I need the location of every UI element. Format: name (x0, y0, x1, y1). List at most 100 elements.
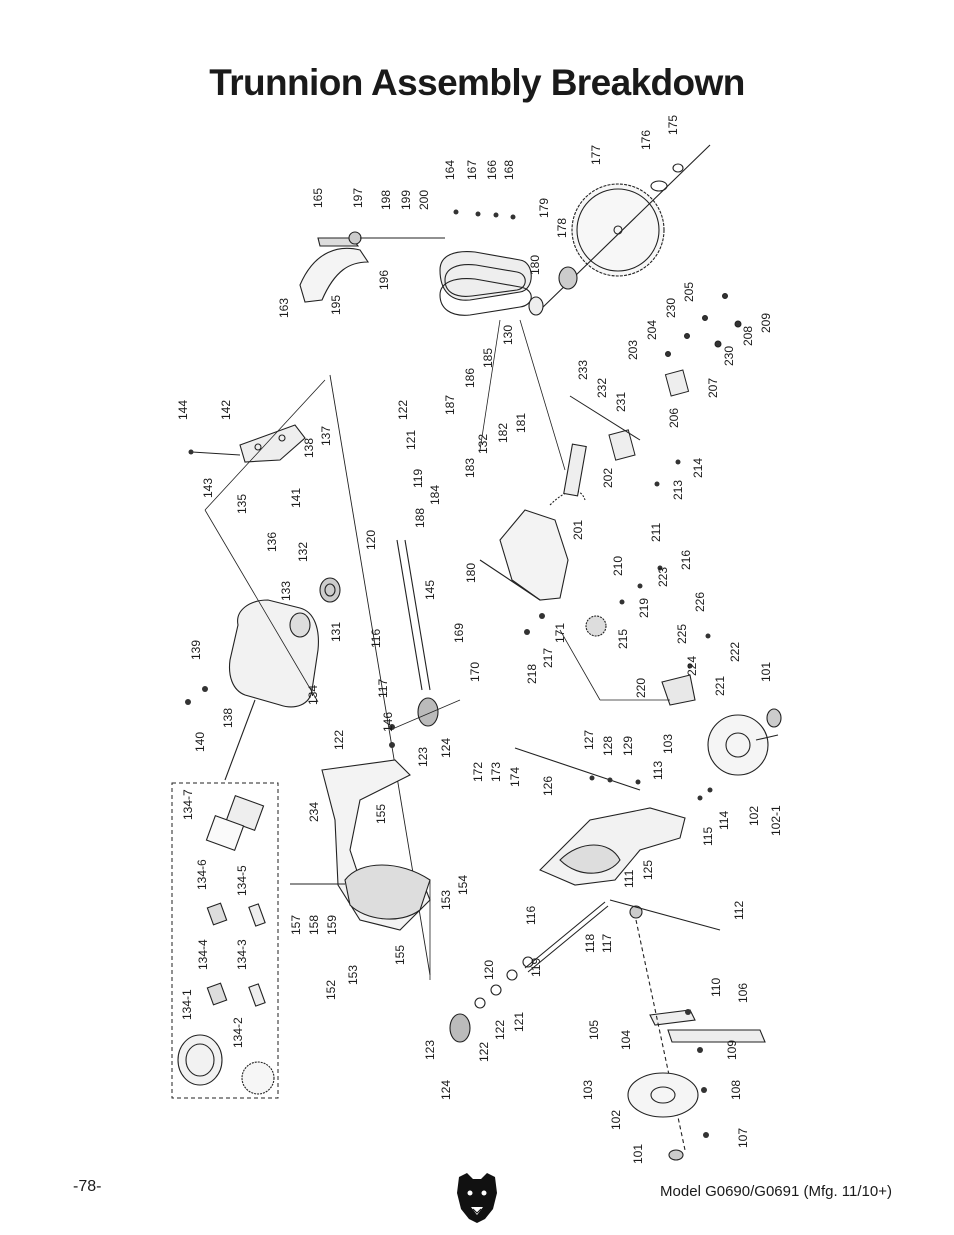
part-callout: 202 (601, 467, 615, 488)
part-callout: 219 (637, 597, 651, 618)
part-callout: 179 (537, 197, 551, 218)
part-callout: 230 (664, 297, 678, 318)
part-callout: 127 (582, 729, 596, 750)
part-callout: 134-1 (180, 989, 194, 1020)
part-callout: 121 (512, 1011, 526, 1032)
part-callout: 101 (759, 661, 773, 682)
hardware-stack (569, 293, 742, 461)
part-callout: 214 (691, 457, 705, 478)
part-callout: 157 (289, 914, 303, 935)
part-callout: 138 (302, 437, 316, 458)
part-callout: 145 (423, 579, 437, 600)
part-callout: 226 (693, 591, 707, 612)
part-callout: 143 (201, 477, 215, 498)
part-callout: 206 (667, 407, 681, 428)
shaft-116-lower (474, 901, 609, 1009)
part-callout: 117 (600, 933, 614, 953)
part-callout: 218 (525, 663, 539, 684)
part-callout: 138 (221, 707, 235, 728)
part-callout: 121 (404, 429, 418, 450)
handwheel-102-top (707, 708, 782, 776)
part-callout: 141 (289, 487, 303, 508)
part-callout: 119 (411, 468, 425, 488)
part-callout: 133 (279, 580, 293, 601)
part-callout: 132 (296, 541, 310, 562)
part-callout: 211 (649, 522, 663, 542)
part-callout: 223 (656, 566, 670, 587)
part-callout: 196 (377, 269, 391, 290)
part-callout: 134-6 (195, 859, 209, 890)
part-callout: 153 (346, 964, 360, 985)
part-callout: 230 (722, 345, 736, 366)
part-callout: 114 (717, 810, 731, 830)
trunnion-234 (290, 759, 431, 931)
gear-215 (585, 615, 696, 706)
part-callout: 102 (747, 805, 761, 826)
part-callout: 103 (581, 1079, 595, 1100)
page-title: Trunnion Assembly Breakdown (209, 62, 745, 103)
part-callout: 135 (235, 493, 249, 514)
part-callout: 182 (496, 422, 510, 443)
part-callout: 111 (622, 869, 636, 888)
part-callout: 188 (413, 507, 427, 528)
motor-134 (224, 577, 341, 781)
part-callout: 113 (651, 760, 665, 780)
part-callout: 155 (374, 803, 388, 824)
bracket-125 (514, 747, 686, 886)
part-callout: 173 (489, 761, 503, 782)
part-callout: 176 (639, 129, 653, 150)
part-callout: 217 (541, 647, 555, 668)
part-callout: 180 (528, 254, 542, 275)
part-callout: 153 (439, 889, 453, 910)
part-callout: 158 (307, 914, 321, 935)
part-callout: 125 (641, 859, 655, 880)
part-callout: 225 (675, 623, 689, 644)
arbor-178 (528, 266, 578, 316)
part-callout: 109 (725, 1039, 739, 1060)
belts-130 (439, 251, 532, 316)
trunnion-201 (479, 443, 587, 601)
bracket-163 (299, 231, 445, 303)
worm-gear-123 (417, 697, 471, 1043)
part-callout: 101 (631, 1143, 645, 1164)
part-callout: 134-7 (181, 789, 195, 820)
part-callout: 117 (376, 678, 390, 698)
link-104 (609, 899, 766, 1151)
part-callout: 168 (502, 159, 516, 180)
part-callout: 171 (553, 622, 567, 643)
part-callout: 205 (682, 281, 696, 302)
part-callout: 221 (713, 675, 727, 696)
part-callout: 102 (609, 1109, 623, 1130)
part-callout: 122 (396, 399, 410, 420)
part-callout: 102-1 (769, 805, 783, 836)
part-callout: 209 (759, 312, 773, 333)
part-callout: 129 (621, 735, 635, 756)
part-callout: 142 (219, 399, 233, 420)
part-callout: 134-5 (235, 865, 249, 896)
part-callout: 220 (634, 677, 648, 698)
part-callout: 163 (277, 297, 291, 318)
part-callout: 123 (423, 1039, 437, 1060)
motor-mount-142 (191, 424, 306, 463)
part-callout: 213 (671, 479, 685, 500)
leader-lines (204, 319, 670, 980)
part-callout: 195 (329, 294, 343, 315)
part-callout: 197 (351, 187, 365, 208)
part-callout: 166 (485, 159, 499, 180)
part-callout: 231 (614, 391, 628, 412)
part-callout: 199 (399, 189, 413, 210)
part-callout: 233 (576, 359, 590, 380)
part-callout: 132 (476, 433, 490, 454)
part-callout: 187 (443, 394, 457, 415)
part-callout: 134 (306, 684, 320, 705)
part-callout: 104 (619, 1029, 633, 1050)
part-callout: 178 (555, 217, 569, 238)
part-callout: 134-2 (231, 1017, 245, 1048)
model-footer: Model G0690/G0691 (Mfg. 11/10+) (660, 1183, 892, 1200)
part-callout: 146 (381, 711, 395, 732)
part-callout: 103 (661, 733, 675, 754)
part-callout: 224 (685, 655, 699, 676)
part-callout: 200 (417, 189, 431, 210)
part-callout: 122 (493, 1019, 507, 1040)
